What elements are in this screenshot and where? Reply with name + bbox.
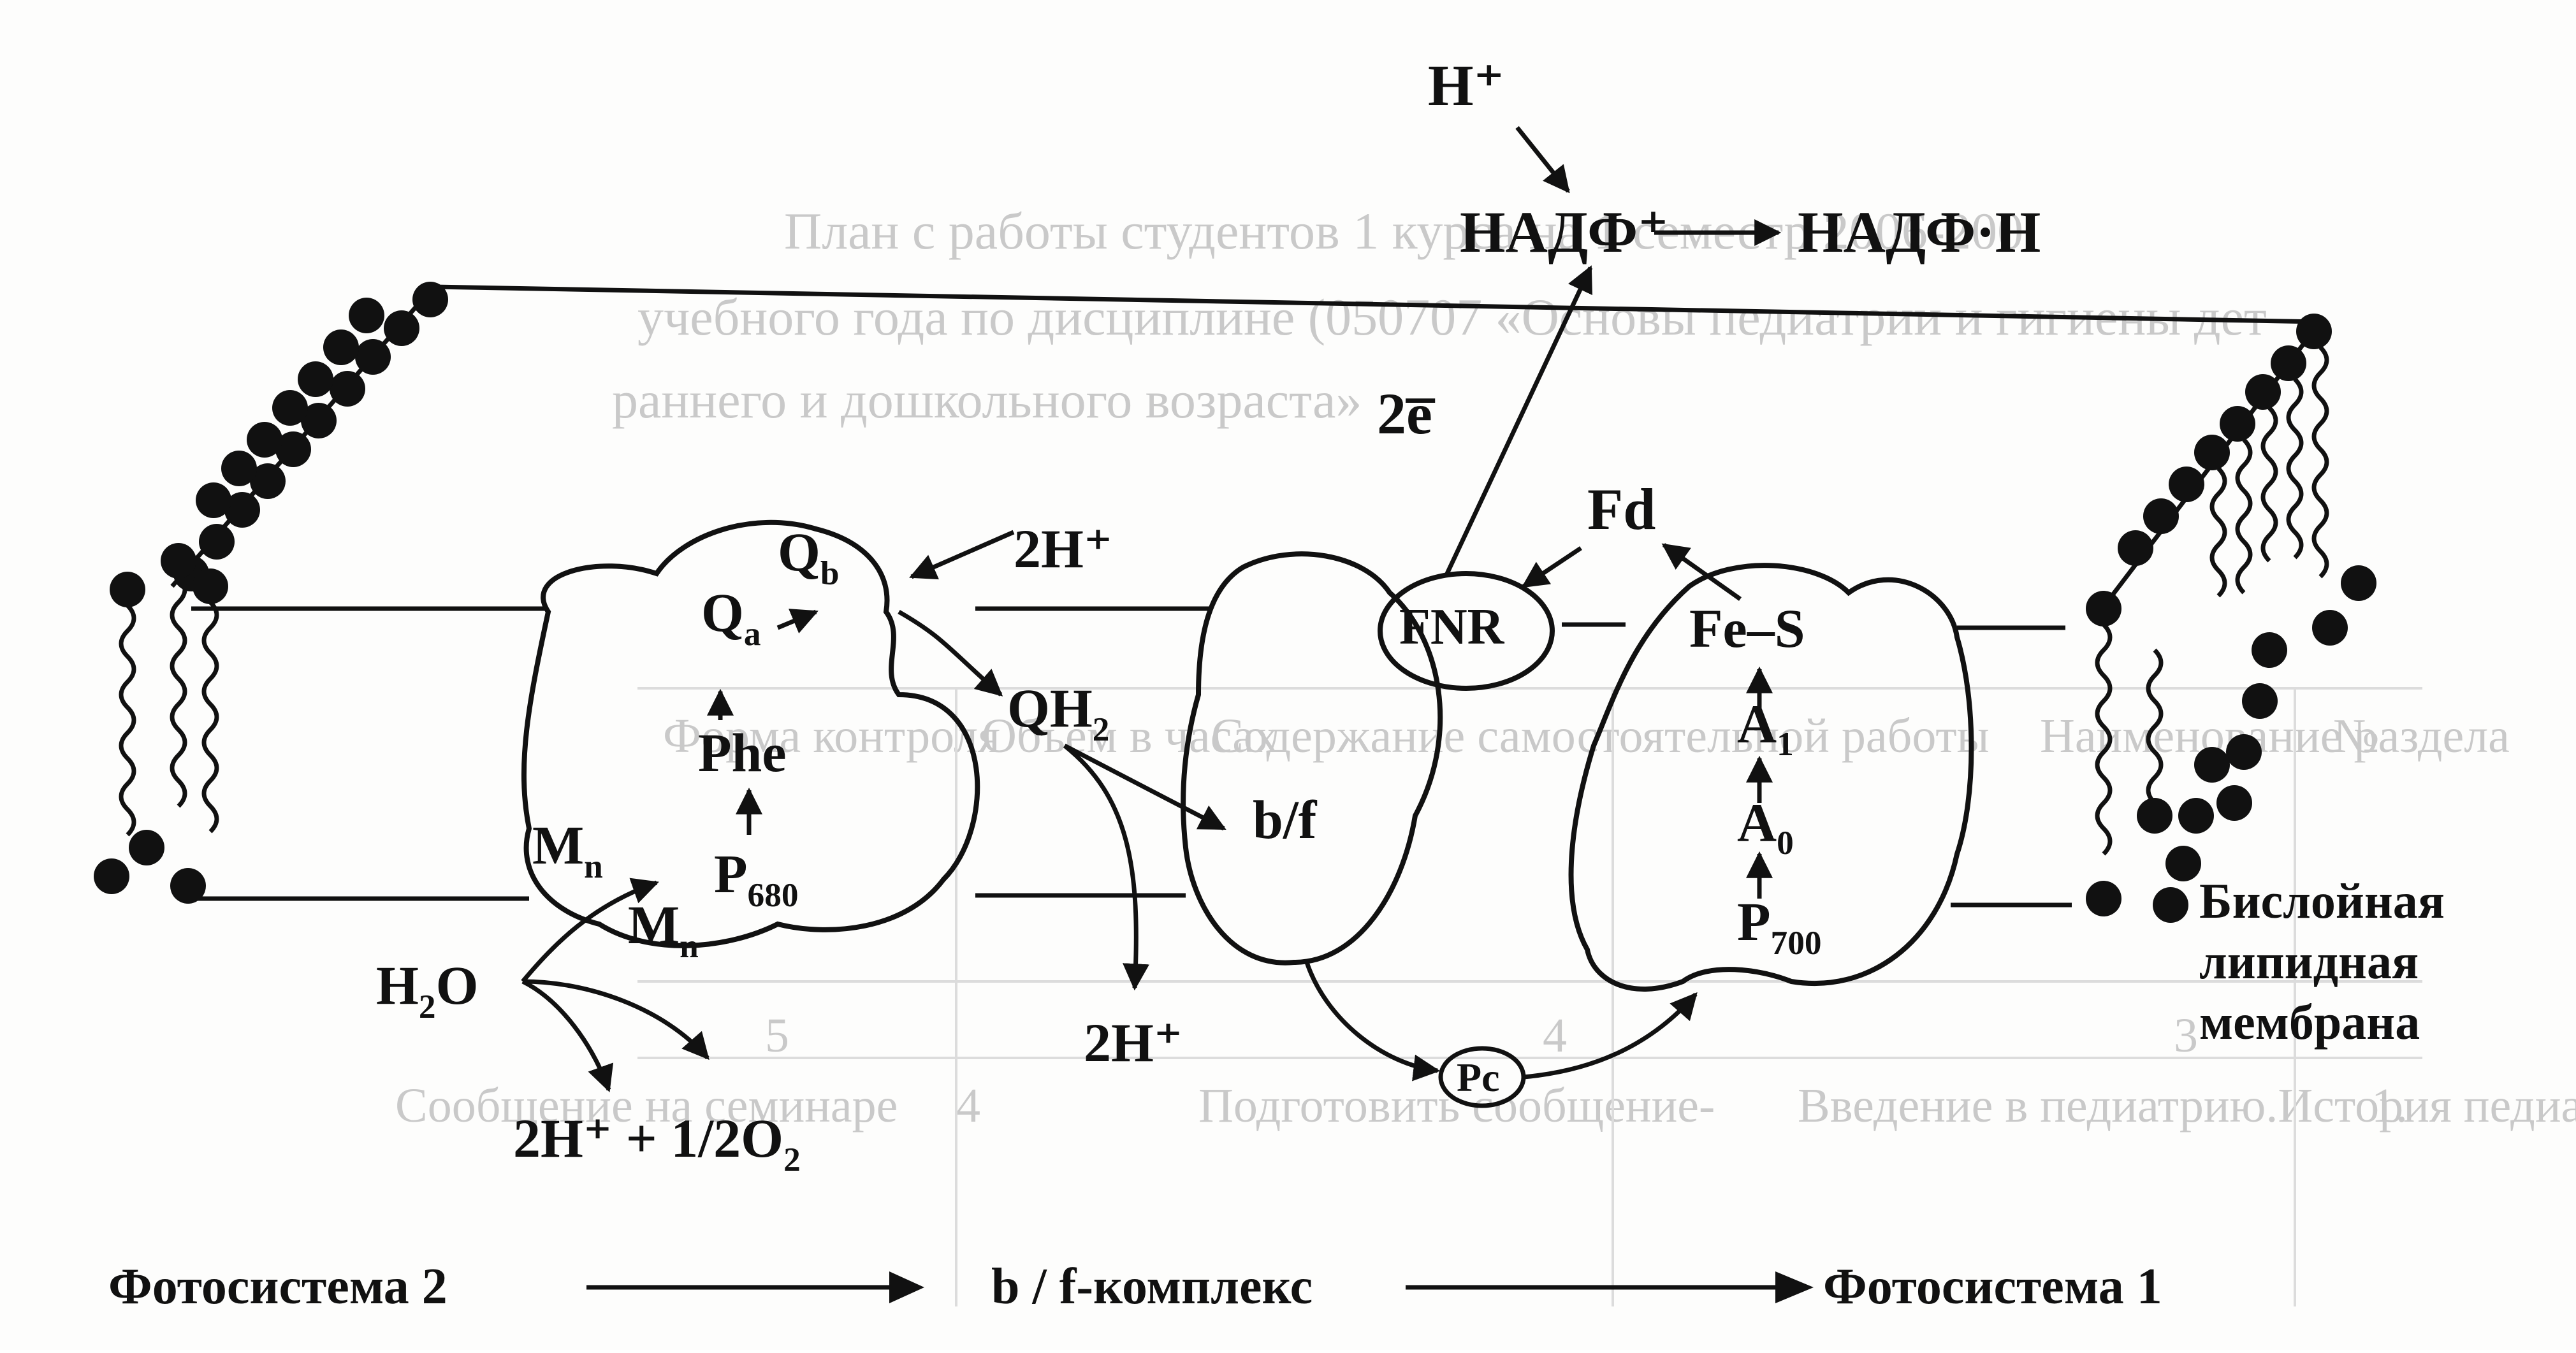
label-membrane-line-2: липидная — [2199, 934, 2419, 989]
bleed-row-2d: 4 — [956, 1079, 980, 1132]
h2o-to-o2-arrow — [523, 981, 708, 1058]
label-fd: Fd — [1587, 477, 1655, 542]
label-nadph: НАДФ·Н — [1798, 199, 2041, 264]
qb-to-qh2-arrow — [899, 612, 1001, 695]
qh2-to-h-plus-arrow — [1065, 746, 1136, 988]
label-a1: A1 — [1737, 693, 1794, 763]
label-p700: P700 — [1737, 891, 1822, 962]
label-membrane-line-3: мембрана — [2199, 994, 2420, 1050]
h-plus-to-nadp-arrow — [1517, 127, 1568, 191]
label-photosystem-1: Фотосистема 1 — [1823, 1259, 2162, 1315]
label-bf: b/f — [1253, 789, 1318, 850]
label-fnr: FNR — [1399, 599, 1505, 655]
lipid-heads-left — [94, 282, 448, 904]
label-fe-s: Fe–S — [1689, 598, 1805, 659]
fes-to-fd-arrow — [1664, 545, 1740, 599]
label-phe: Phe — [698, 722, 787, 783]
label-h-plus-top: H⁺ — [1428, 53, 1504, 118]
label-mn-2: Mn — [628, 894, 699, 965]
lipid-tails-left — [121, 577, 217, 835]
bleed-row-2b: Введение в педиатрию.История педиатрии. … — [1798, 1079, 2576, 1132]
h-plus-to-qb-arrow — [912, 532, 1014, 577]
label-pc: Pc — [1457, 1055, 1500, 1100]
label-a0: A0 — [1737, 792, 1794, 862]
label-p680: P680 — [714, 843, 799, 914]
bf-to-ps1-arrowhead — [1775, 1271, 1814, 1303]
lipid-heads-right — [2086, 314, 2376, 923]
ps2-to-bf-arrowhead — [889, 1271, 924, 1303]
label-bf-complex: b / f-комплекс — [991, 1259, 1313, 1315]
label-2e: 2e̅ — [1377, 381, 1436, 446]
label-products: 2H⁺ + 1/2O2 — [513, 1108, 801, 1178]
bleed-row-1c: 5 — [765, 1009, 789, 1062]
qa-to-qb-arrow — [778, 612, 816, 628]
label-2h-top: 2H⁺ — [1014, 518, 1112, 579]
bleed-line-3: раннего и дошкольного возраста» — [612, 371, 1362, 429]
label-photosystem-2: Фотосистема 2 — [108, 1259, 448, 1315]
bleed-row-1a: 3 — [2174, 1009, 2198, 1062]
bleed-row-1b: 4 — [1543, 1009, 1567, 1062]
label-membrane-line-1: Бислойная — [2199, 873, 2445, 929]
bf-to-pc-arrow — [1307, 962, 1437, 1071]
label-2h-mid: 2H⁺ — [1084, 1012, 1182, 1073]
label-mn-1: Mn — [532, 814, 603, 885]
h2o-to-h-plus-arrow — [523, 981, 609, 1090]
label-qa: Qa — [701, 582, 761, 653]
label-nadp: НАДФ⁺ — [1460, 199, 1669, 264]
label-h2o: H2O — [376, 955, 478, 1025]
fd-to-fnr-arrow — [1524, 548, 1581, 586]
